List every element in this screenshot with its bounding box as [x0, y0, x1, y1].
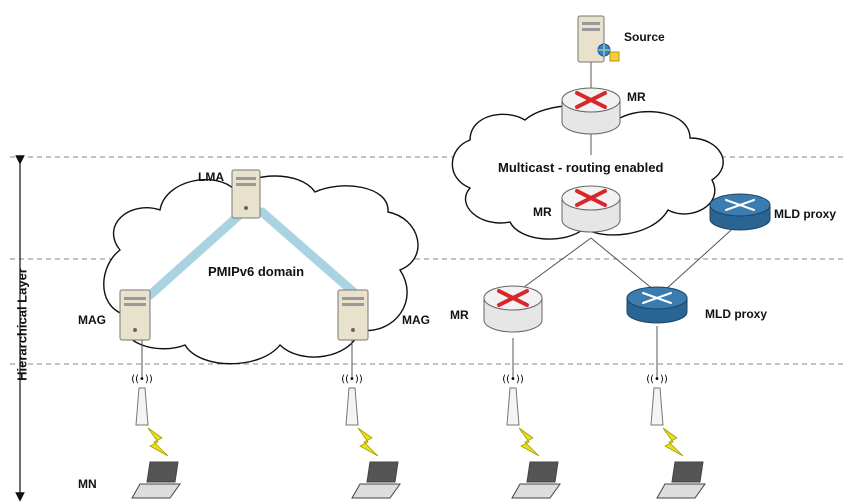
- lightning-icon-2: [357, 427, 379, 457]
- lightning-icon-1: [147, 427, 169, 457]
- mag-left-server-icon: [119, 289, 151, 341]
- svg-text:((•)): ((•)): [131, 374, 153, 385]
- mag-right-label: MAG: [402, 313, 430, 327]
- tunnel-lma-mag-left: [145, 205, 250, 300]
- access-point-1: ((•)): [131, 374, 153, 426]
- laptop-icon-4: [656, 461, 706, 499]
- mag-left-label: MAG: [78, 313, 106, 327]
- pmip-tunnels: [145, 205, 363, 301]
- svg-text:((•)): ((•)): [646, 374, 668, 385]
- svg-text:((•)): ((•)): [502, 374, 524, 385]
- pmipv6-domain-label: PMIPv6 domain: [208, 264, 305, 279]
- lma-server-icon: [231, 169, 261, 219]
- link-mr-center-proxy-bottom: [590, 237, 661, 296]
- router-mr-bottom-icon: [483, 285, 543, 333]
- mn-label: MN: [78, 477, 97, 491]
- router-mr-center-icon: [561, 185, 621, 233]
- mld-proxy-bottom-label: MLD proxy: [705, 307, 768, 321]
- source-server-icon: [577, 15, 620, 63]
- lightning-icon-4: [662, 427, 684, 457]
- hierarchical-layer-label: Hierarchical Layer: [14, 268, 30, 381]
- mld-proxy-top-label: MLD proxy: [774, 207, 837, 221]
- svg-text:((•)): ((•)): [341, 374, 363, 385]
- mr-center-label: MR: [533, 205, 552, 219]
- laptop-icon-2: [351, 461, 401, 499]
- mr-top-label: MR: [627, 90, 646, 104]
- mag-right-server-icon: [337, 289, 369, 341]
- source-label: Source: [624, 30, 665, 44]
- access-point-2: ((•)): [341, 374, 363, 426]
- lightning-icon-3: [518, 427, 540, 457]
- access-point-4: ((•)): [646, 374, 668, 426]
- laptop-icons: [131, 461, 706, 499]
- router-mr-top-icon: [561, 87, 621, 135]
- link-proxy-top-proxy-bottom: [664, 221, 741, 291]
- tunnel-lma-mag-right: [257, 207, 363, 301]
- mld-proxy-bottom-icon: [626, 286, 688, 324]
- links: [141, 55, 741, 378]
- mr-bottom-label: MR: [450, 308, 469, 322]
- link-mr-center-mr-bottom: [519, 237, 592, 291]
- multicast-cloud-label: Multicast - routing enabled: [498, 160, 664, 175]
- laptop-icon-3: [511, 461, 561, 499]
- lma-label: LMA: [198, 170, 224, 184]
- access-point-3: ((•)): [502, 374, 524, 426]
- laptop-icon-1: [131, 461, 181, 499]
- mld-proxy-top-icon: [709, 193, 771, 231]
- lightning-icons: [147, 427, 684, 457]
